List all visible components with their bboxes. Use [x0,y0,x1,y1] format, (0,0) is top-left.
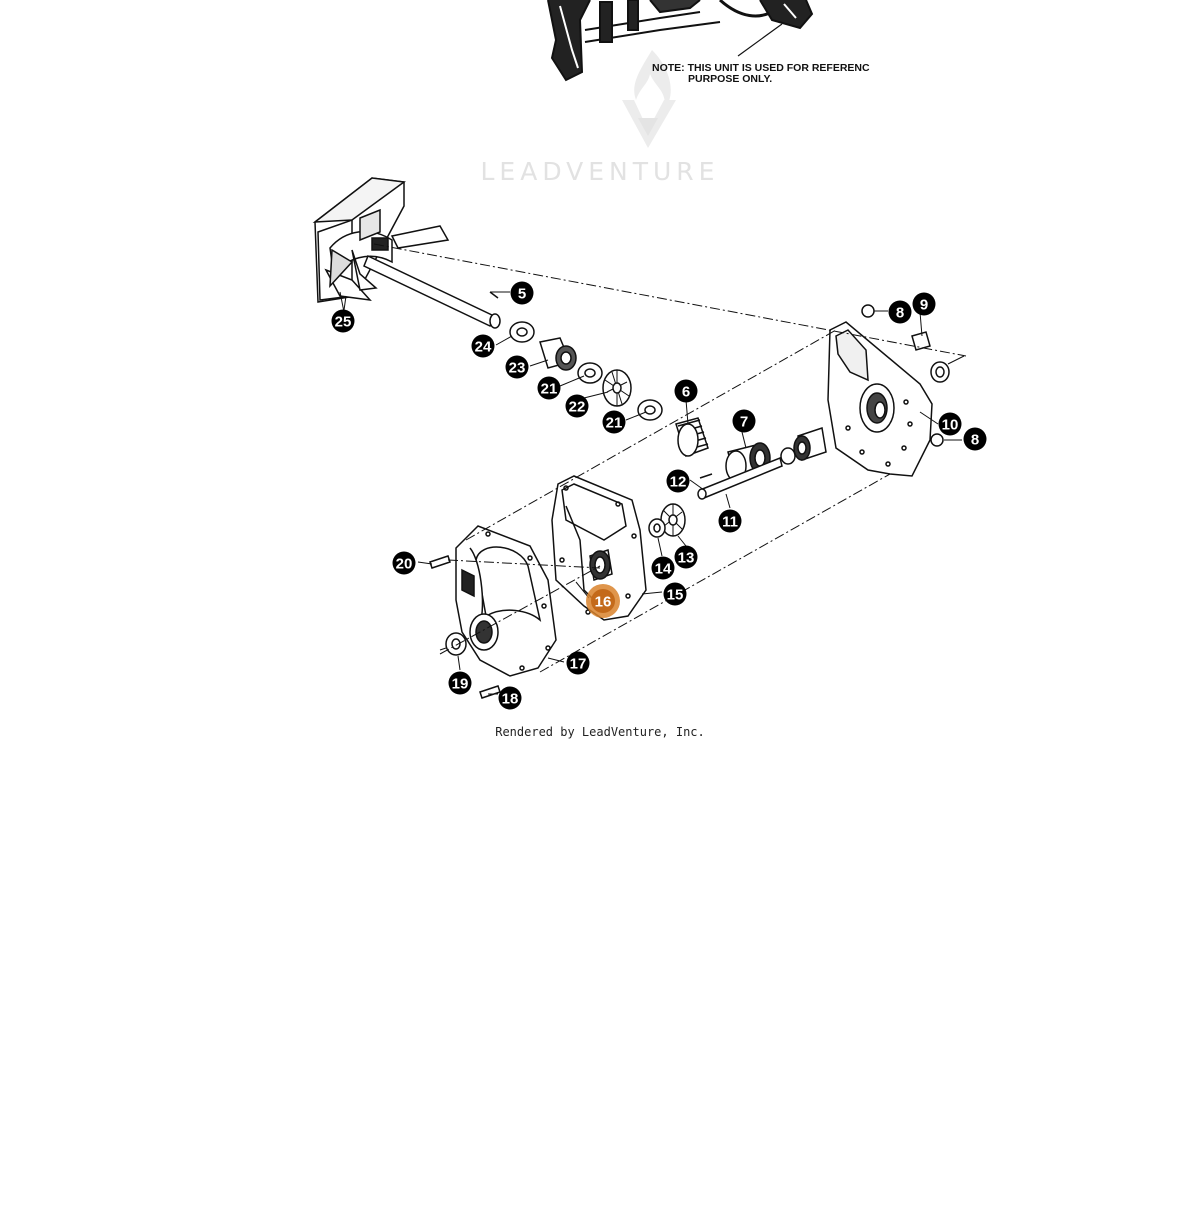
left-gear-housing [429,525,557,699]
callout-9[interactable]: 9 [912,292,936,316]
callout-13[interactable]: 13 [674,545,698,569]
callout-21[interactable]: 21 [602,410,626,434]
callout-17[interactable]: 17 [566,651,590,675]
callout-label: 21 [606,415,623,432]
callout-label: 6 [682,384,690,401]
callout-15[interactable]: 15 [663,582,687,606]
watermark-wordmark: LEADVENTURE [480,157,720,186]
rotor-assembly [312,177,501,329]
callout-19[interactable]: 19 [448,671,472,695]
right-gear-housing [827,304,965,477]
callout-8[interactable]: 8 [963,427,987,451]
callout-11[interactable]: 11 [718,509,742,533]
callout-label: 8 [971,432,979,449]
machine-top-fragment [547,0,814,82]
callout-label: 10 [942,417,959,434]
callout-6[interactable]: 6 [674,379,698,403]
callout-label: 17 [570,656,587,673]
callout-8[interactable]: 8 [888,300,912,324]
callout-label: 14 [655,561,672,578]
callout-label: 19 [452,676,469,693]
callout-5[interactable]: 5 [510,281,534,305]
callout-16-highlighted[interactable]: 16 [586,584,620,618]
callout-25[interactable]: 25 [331,309,355,333]
callout-label: 22 [569,399,586,416]
callout-20[interactable]: 20 [392,551,416,575]
callout-24[interactable]: 24 [471,334,495,358]
callout-label: 8 [896,305,904,322]
callout-label: 13 [678,550,695,567]
callout-label: 9 [920,297,928,314]
callout-label: 23 [509,360,526,377]
watermark-emblem [622,50,676,148]
callout-14[interactable]: 14 [651,556,675,580]
render-credit: Rendered by LeadVenture, Inc. [495,725,705,739]
callout-label: 20 [396,556,413,573]
note-line-2: PURPOSE ONLY. [688,73,773,85]
callout-label: 25 [335,314,352,331]
callout-10[interactable]: 10 [938,412,962,436]
callout-label: 5 [518,286,526,303]
callout-22[interactable]: 22 [565,394,589,418]
callout-18[interactable]: 18 [498,686,522,710]
callout-label: 24 [475,339,492,356]
callout-12[interactable]: 12 [666,469,690,493]
callout-label: 16 [595,594,612,611]
reference-note: NOTE: THIS UNIT IS USED FOR REFERENC PUR… [652,63,870,85]
assembly-guide-lines [373,243,967,673]
note-line-1: NOTE: THIS UNIT IS USED FOR REFERENC [652,62,870,74]
callout-label: 11 [722,514,738,531]
callout-label: 15 [667,587,684,604]
callout-leaders [343,291,962,695]
callout-label: 7 [740,414,748,431]
callout-7[interactable]: 7 [732,409,756,433]
callout-label: 12 [670,474,687,491]
callout-23[interactable]: 23 [505,355,529,379]
callout-21[interactable]: 21 [537,376,561,400]
callout-label: 18 [502,691,519,708]
drive-train-parts [648,417,827,538]
bushing-part-16 [589,549,613,581]
callout-label: 21 [541,381,558,398]
